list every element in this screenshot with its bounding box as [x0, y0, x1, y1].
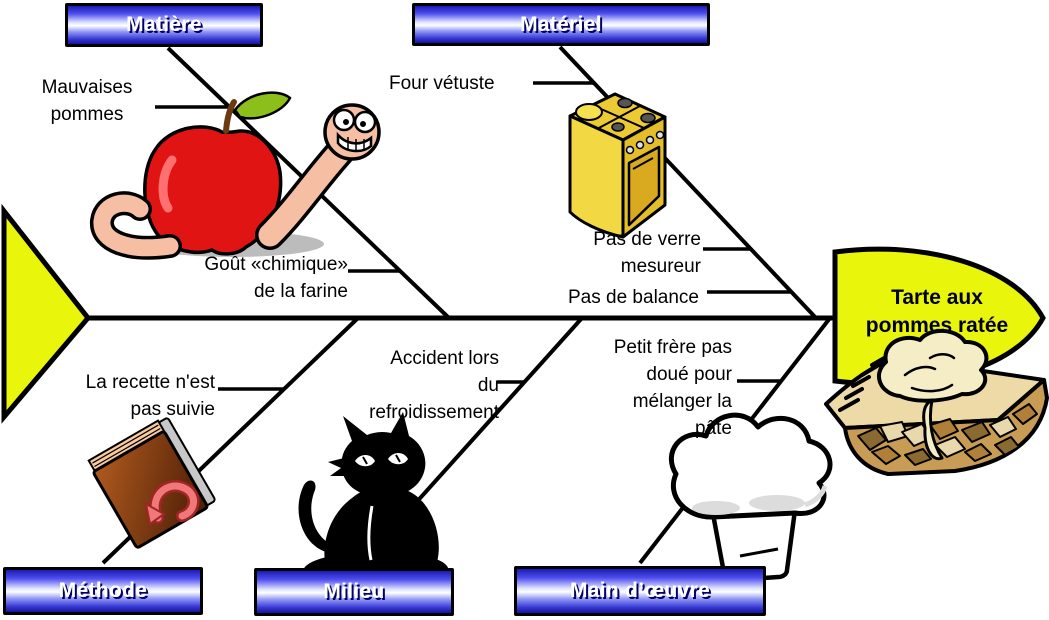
category-label-methode: Méthode — [58, 579, 148, 602]
cause-recette-non-suivie: La recette n'est pas suivie — [85, 372, 215, 420]
cause-mauvaises-pommes: Mauvaises pommes — [41, 77, 133, 125]
skeleton-lines — [88, 45, 834, 567]
recipe-book-icon — [87, 417, 216, 549]
cause-pas-balance: Pas de balance — [568, 287, 699, 308]
cause-four-vetuste: Four vétuste — [389, 73, 495, 94]
apple-pie-icon — [824, 328, 1049, 476]
cause-gout-chimique: Goût «chimique» de la farine — [204, 254, 348, 302]
category-box-milieu: Milieu — [254, 568, 454, 616]
bone-materiel — [558, 45, 818, 320]
category-label-matiere: Matière — [126, 13, 202, 36]
cause-accident-refroidissement: Accident lors du refroidissement — [369, 348, 499, 423]
category-box-materiel: Matériel — [412, 3, 710, 46]
oven-icon — [568, 92, 667, 239]
apple-with-worm-icon — [90, 91, 381, 260]
category-box-matiere: Matière — [65, 3, 263, 47]
cause-pas-verre-mesureur: Pas de verre mesureur — [593, 229, 701, 277]
category-label-materiel: Matériel — [520, 12, 602, 36]
cause-petit-frere: Petit frère pas doué pour mélanger la pâ… — [613, 337, 732, 439]
tail-arrow-shape — [1, 203, 92, 424]
chef-hat-icon — [668, 412, 833, 583]
category-label-milieu: Milieu — [323, 580, 385, 603]
category-box-main-doeuvre: Main d’œuvre — [514, 566, 766, 616]
effect-label: Tarte aux pommes ratée — [865, 286, 1009, 337]
category-label-main-doeuvre: Main d’œuvre — [569, 579, 711, 602]
category-box-methode: Méthode — [3, 567, 203, 615]
